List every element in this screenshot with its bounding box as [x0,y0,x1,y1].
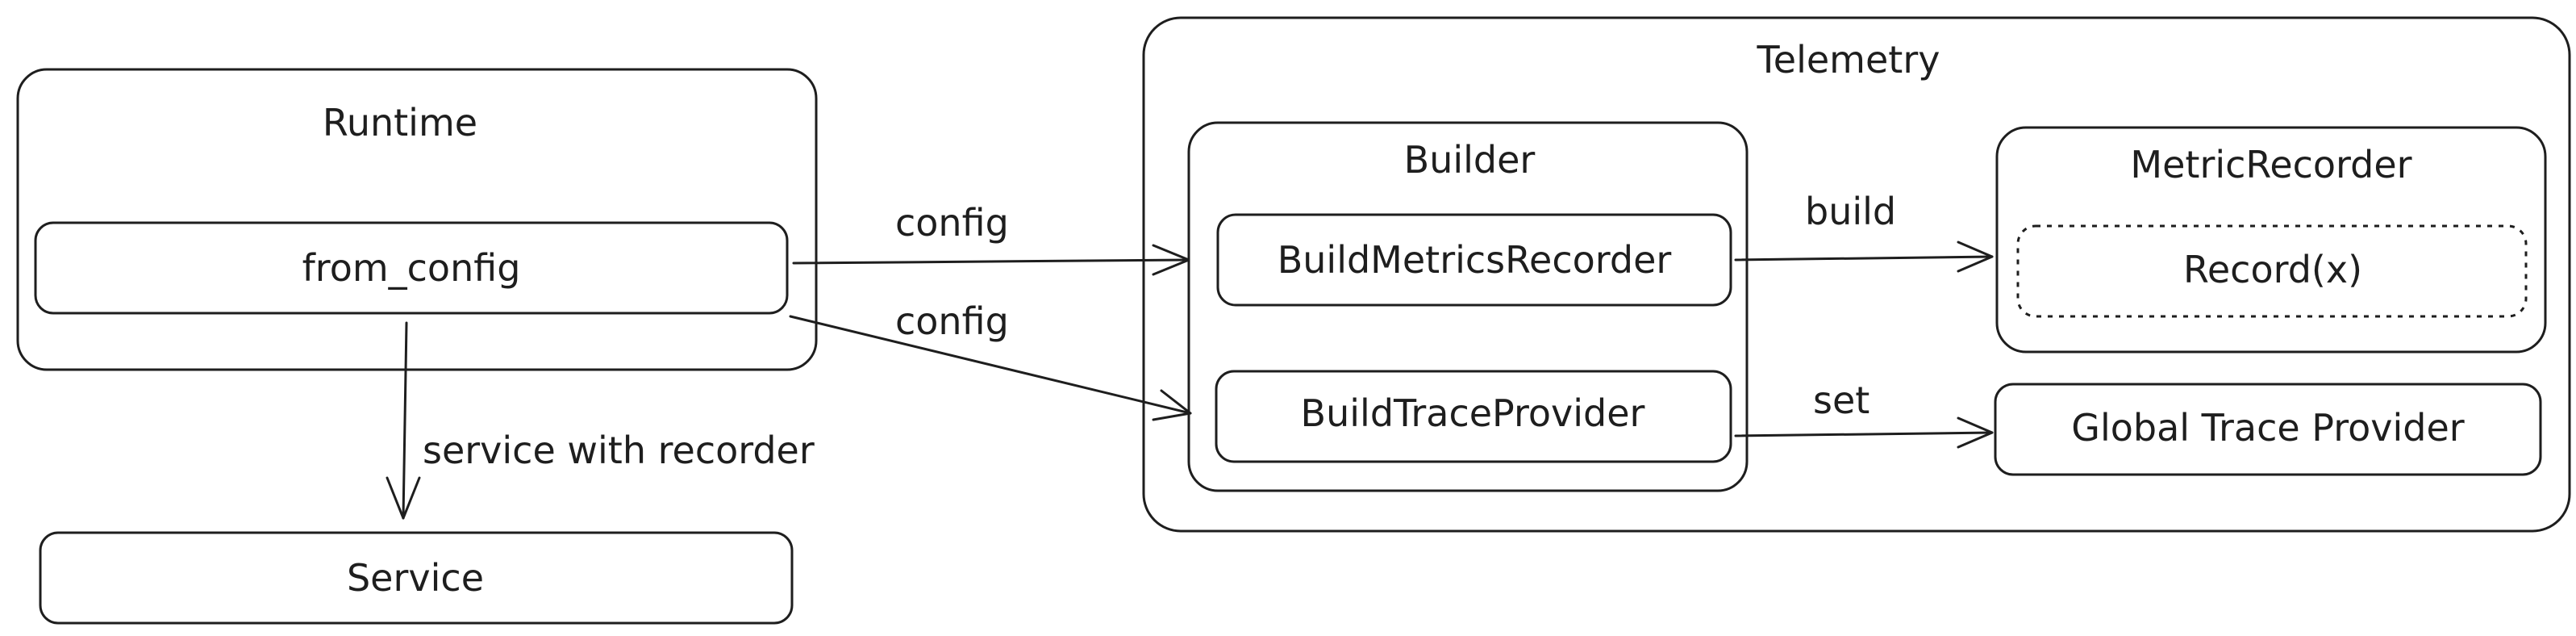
edge-label-config-top: config [895,201,1009,245]
builder-title: Builder [1404,138,1536,182]
arrowhead-icon [1957,241,1994,273]
record-label: Record(x) [2183,248,2362,291]
edge-config-to-trace: config [789,299,1192,421]
record-node: Record(x) [2016,224,2528,318]
edge-set: set [1734,379,1994,449]
from-config-label: from_config [302,246,521,290]
telemetry-title: Telemetry [1757,38,1940,82]
from-config-node: from_config [34,221,789,315]
runtime-title: Runtime [323,101,477,144]
metric-recorder-title: MetricRecorder [2130,143,2411,186]
runtime-container: Runtime [16,68,818,371]
arrowhead-icon [386,476,421,520]
arrowhead-icon [1152,244,1190,276]
global-trace-provider-label: Global Trace Provider [2071,406,2464,450]
build-trace-provider-label: BuildTraceProvider [1301,391,1645,435]
metric-recorder-container: MetricRecorder [1995,126,2547,354]
global-trace-provider-node: Global Trace Provider [1994,383,2542,476]
build-metrics-recorder-node: BuildMetricsRecorder [1216,213,1732,307]
build-metrics-recorder-label: BuildMetricsRecorder [1278,238,1672,282]
edge-label-service-with-recorder: service with recorder [423,429,815,472]
edge-label-config-bottom: config [895,299,1009,343]
edge-label-build: build [1805,190,1896,233]
service-label: Service [347,556,484,600]
edge-service-with-recorder: service with recorder [386,321,815,520]
build-trace-provider-node: BuildTraceProvider [1215,370,1732,463]
arrowhead-icon [1152,389,1192,421]
edge-config-to-metrics: config [792,201,1190,276]
arrowhead-icon [1957,416,1994,449]
edge-build: build [1734,190,1994,273]
service-node: Service [39,531,794,625]
edge-label-set: set [1813,379,1869,422]
